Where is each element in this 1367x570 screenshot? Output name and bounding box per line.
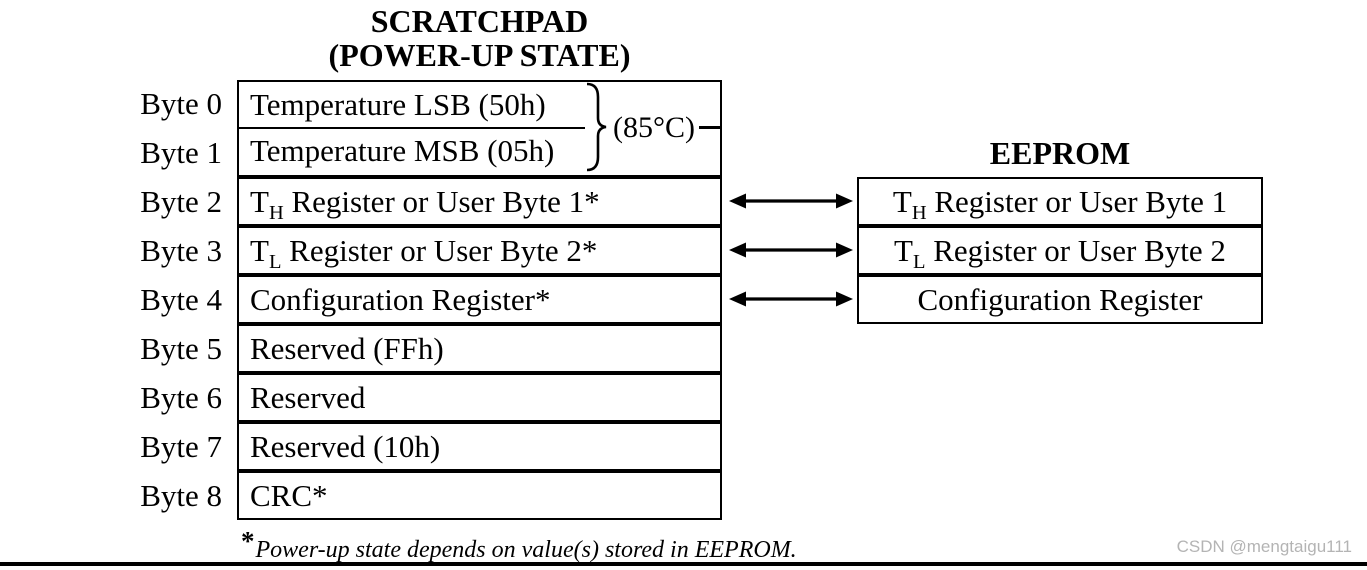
byte-label-0: Byte 0 <box>140 86 222 122</box>
footnote-asterisk: * <box>241 526 255 556</box>
byte-label-1: Byte 1 <box>140 135 222 171</box>
scratchpad-cell-reserved: Reserved <box>250 379 366 415</box>
byte-label-8: Byte 8 <box>140 477 222 513</box>
temperature-row-divider <box>239 127 585 129</box>
footnote: *Power-up state depends on value(s) stor… <box>241 524 797 567</box>
scratchpad-cell-reserved-10h: Reserved (10h) <box>250 428 441 464</box>
scratchpad-cell-temperature-msb: Temperature MSB (05h) <box>250 133 555 168</box>
bidirectional-arrow-icon-config <box>728 288 854 310</box>
eeprom-row-tl: TL Register or User Byte 2 <box>857 226 1263 275</box>
scratchpad-row-byte0: Temperature LSB (50h) <box>239 82 720 127</box>
eeprom-row-th: TH Register or User Byte 1 <box>857 177 1263 226</box>
scratchpad-row-byte8: CRC* <box>237 471 722 520</box>
byte-label-7: Byte 7 <box>140 428 222 464</box>
byte-label-3: Byte 3 <box>140 233 222 269</box>
scratchpad-cell-th-register: TH Register or User Byte 1* <box>250 183 600 224</box>
eeprom-row-config: Configuration Register <box>857 275 1263 324</box>
eeprom-cell-configuration-register: Configuration Register <box>917 281 1203 317</box>
scratchpad-cell-crc: CRC* <box>250 477 328 513</box>
eeprom-cell-tl-register: TL Register or User Byte 2 <box>894 232 1226 273</box>
byte-label-4: Byte 4 <box>140 282 222 317</box>
byte-label-column: Byte 0 Byte 1 Byte 2 Byte 3 Byte 4 Byte … <box>100 80 222 520</box>
scratchpad-title: SCRATCHPAD (POWER-UP STATE) <box>237 4 722 72</box>
scratchpad-cell-configuration-register: Configuration Register* <box>250 281 551 317</box>
scratchpad-title-line2: (POWER-UP STATE) <box>328 37 631 73</box>
curly-brace-icon <box>585 82 607 172</box>
scratchpad-cell-temperature-lsb: Temperature LSB (50h) <box>250 86 546 122</box>
eeprom-table: TH Register or User Byte 1 TL Register o… <box>857 177 1263 324</box>
scratchpad-row-byte3: TL Register or User Byte 2* <box>237 226 722 275</box>
bidirectional-arrow-icon-tl <box>728 239 854 261</box>
footnote-text: Power-up state depends on value(s) store… <box>255 537 797 563</box>
bidirectional-arrow-icon-th <box>728 190 854 212</box>
scratchpad-temperature-box: Temperature LSB (50h) Temperature MSB (0… <box>237 80 722 177</box>
annotation-connector-dash <box>699 126 722 129</box>
eeprom-title: EEPROM <box>989 135 1131 171</box>
byte-label-6: Byte 6 <box>140 379 222 415</box>
scratchpad-table: Temperature LSB (50h) Temperature MSB (0… <box>237 80 722 520</box>
scratchpad-cell-reserved-ffh: Reserved (FFh) <box>250 330 444 366</box>
power-up-temperature-annotation: (85°C) <box>613 111 695 144</box>
scratchpad-row-byte5: Reserved (FFh) <box>237 324 722 373</box>
scratchpad-cell-tl-register: TL Register or User Byte 2* <box>250 232 598 273</box>
scratchpad-row-byte4: Configuration Register* <box>237 275 722 324</box>
scratchpad-row-byte1: Temperature MSB (05h) <box>239 129 720 173</box>
eeprom-cell-th-register: TH Register or User Byte 1 <box>892 183 1228 224</box>
scratchpad-row-byte6: Reserved <box>237 373 722 422</box>
bottom-divider-line <box>0 562 1367 566</box>
csdn-watermark: CSDN @mengtaigu111 <box>1176 537 1352 556</box>
byte-label-5: Byte 5 <box>140 330 222 366</box>
scratchpad-row-byte2: TH Register or User Byte 1* <box>237 177 722 226</box>
scratchpad-row-byte7: Reserved (10h) <box>237 422 722 471</box>
scratchpad-title-line1: SCRATCHPAD <box>370 3 589 39</box>
byte-label-2: Byte 2 <box>140 184 222 220</box>
